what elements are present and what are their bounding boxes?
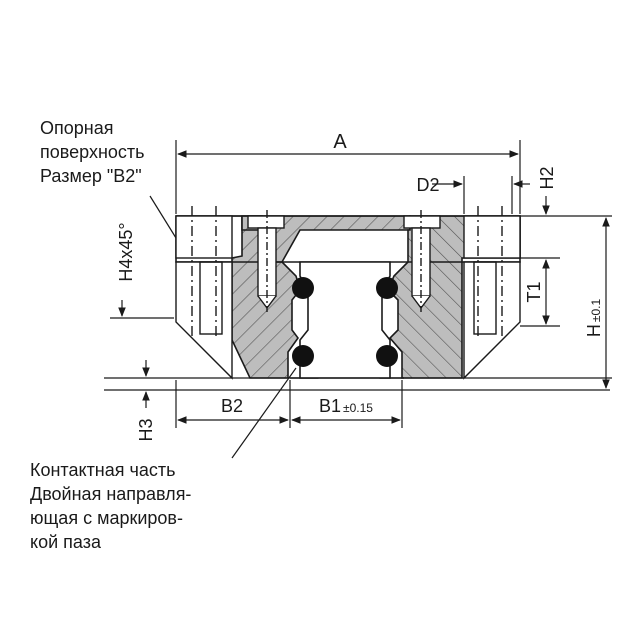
flange-left: [175, 206, 233, 380]
contact-note-line-4: кой паза: [30, 532, 101, 552]
dimension-A: [175, 140, 521, 214]
label-H3: H3: [136, 418, 156, 441]
label-T1: T1: [524, 281, 544, 302]
ball-bearings: [292, 277, 398, 367]
label-B2: B2: [221, 396, 243, 416]
contact-note-line-3: ющая с маркиров-: [30, 508, 183, 528]
dimension-B1: [291, 380, 403, 428]
label-B1: B1±0.15: [319, 396, 373, 416]
rail-profile: [299, 261, 391, 379]
label-H2: H2: [537, 166, 557, 189]
contact-part-note: Контактная часть Двойная направля- ющая …: [30, 458, 191, 554]
dimension-T1: [520, 257, 560, 327]
support-surface-note: Опорная поверхность Размер "В2": [40, 116, 145, 188]
ball-bottom-left: [292, 345, 314, 367]
lube-fitting-right: [403, 210, 441, 312]
lube-fitting-left: [247, 210, 285, 312]
flange-right: [463, 206, 521, 380]
support-note-line-1: Опорная: [40, 118, 114, 138]
dimension-H4x45: [110, 300, 174, 319]
ball-top-right: [376, 277, 398, 299]
support-note-line-2: поверхность: [40, 142, 145, 162]
ball-bottom-right: [376, 345, 398, 367]
ball-top-left: [292, 277, 314, 299]
leader-contact-part: [231, 367, 297, 459]
label-A: A: [333, 131, 347, 153]
contact-note-line-1: Контактная часть: [30, 460, 176, 480]
label-B1-letter: B1: [319, 396, 341, 416]
dimension-D2: [432, 176, 530, 214]
label-D2: D2: [416, 175, 439, 195]
label-H-letter: H: [584, 324, 604, 337]
contact-note-line-2: Двойная направля-: [30, 484, 192, 504]
dimension-H2: [520, 196, 612, 217]
support-note-line-3: Размер "В2": [40, 166, 142, 186]
label-H: H±0.1: [584, 299, 604, 338]
leader-support-surface: [149, 195, 177, 239]
dimension-B2: [175, 380, 291, 428]
label-H4x45: H4x45°: [116, 222, 136, 281]
label-H-tol: ±0.1: [589, 299, 603, 323]
label-B1-tol: ±0.15: [343, 401, 373, 415]
